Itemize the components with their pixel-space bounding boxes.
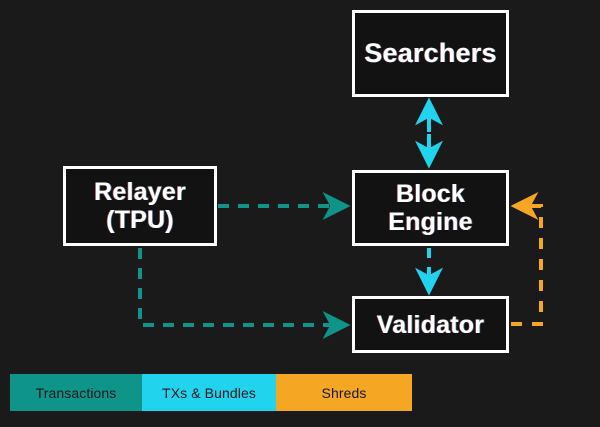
legend-item-shreds-label: Shreds: [321, 384, 367, 401]
node-relayer[interactable]: Relayer (TPU): [63, 166, 217, 246]
node-validator-label: Validator: [376, 310, 485, 339]
edge-relayer-to-validator: [138, 248, 351, 339]
edge-validator-to-block-engine: [510, 192, 543, 326]
legend: Transactions TXs & Bundles Shreds: [10, 374, 412, 411]
legend-item-txs-and-bundles-label: TXs & Bundles: [162, 384, 256, 401]
node-searchers-label: Searchers: [364, 38, 497, 69]
node-validator[interactable]: Validator: [352, 296, 509, 353]
node-searchers[interactable]: Searchers: [352, 10, 509, 97]
node-relayer-label: Relayer (TPU): [94, 178, 186, 234]
node-block-engine-label: Block Engine: [388, 180, 473, 236]
node-block-engine[interactable]: Block Engine: [352, 170, 509, 246]
legend-item-transactions: Transactions: [10, 374, 142, 411]
legend-item-txs-and-bundles: TXs & Bundles: [142, 374, 276, 411]
legend-item-transactions-label: Transactions: [35, 384, 117, 401]
legend-item-shreds: Shreds: [276, 374, 412, 411]
